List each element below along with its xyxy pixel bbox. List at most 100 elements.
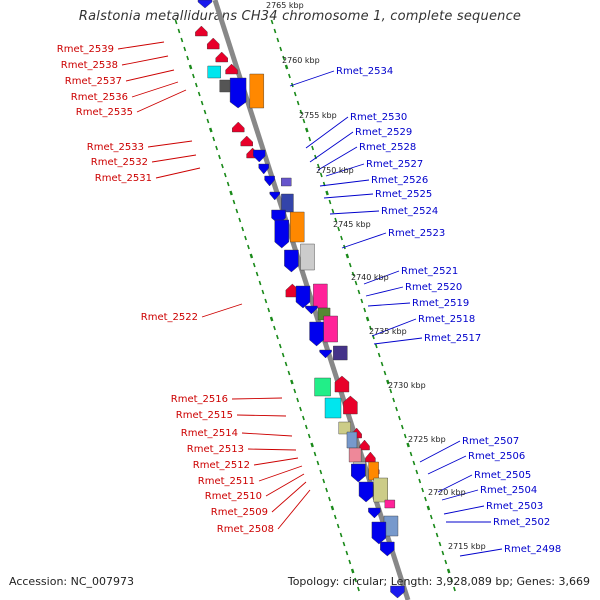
leader-line: [441, 489, 479, 501]
tick-mark: [180, 37, 184, 43]
gene-label[interactable]: Rmet_2502: [493, 517, 550, 528]
reverse-gene: [365, 451, 376, 463]
gene-label[interactable]: Rmet_2506: [468, 451, 525, 462]
tick-mark: [305, 127, 309, 133]
gene-label[interactable]: Rmet_2512: [193, 460, 250, 471]
forward-gene: [319, 349, 332, 359]
forward-gene: [281, 177, 292, 187]
gene-label[interactable]: Rmet_2526: [371, 175, 428, 186]
tick-mark: [350, 568, 355, 574]
tick-mark: [392, 397, 396, 403]
tick-mark: [244, 235, 247, 241]
gene-label[interactable]: Rmet_2513: [187, 444, 244, 455]
tick-mark: [357, 289, 361, 295]
forward-gene: [358, 481, 374, 503]
gene-label[interactable]: Rmet_2533: [87, 142, 144, 153]
kbp-marker: 2725 kbp: [408, 435, 446, 444]
leader-line: [323, 193, 374, 199]
tick-mark: [249, 253, 254, 259]
gene-label[interactable]: Rmet_2527: [366, 159, 423, 170]
gene-features: [195, 0, 405, 599]
reverse-gene: [314, 377, 331, 397]
leader-line: [305, 116, 349, 149]
gene-label[interactable]: Rmet_2507: [462, 436, 519, 447]
gene-label[interactable]: Rmet_2537: [65, 76, 122, 87]
tick-mark: [354, 280, 358, 286]
tick-mark: [418, 478, 422, 484]
tick-mark: [235, 208, 239, 214]
forward-gene: [269, 191, 280, 201]
forward-gene: [300, 243, 315, 271]
leader-line: [155, 167, 201, 179]
kbp-marker: 2715 kbp: [448, 542, 486, 551]
gene-label[interactable]: Rmet_2536: [71, 92, 128, 103]
tick-mark: [322, 478, 326, 484]
gene-label[interactable]: Rmet_2524: [381, 206, 438, 217]
gene-label[interactable]: Rmet_2525: [375, 189, 432, 200]
tick-mark: [197, 91, 201, 97]
gene-label[interactable]: Rmet_2521: [401, 266, 458, 277]
tick-mark: [348, 262, 352, 268]
leader-line: [371, 318, 417, 337]
gene-label[interactable]: Rmet_2531: [95, 173, 152, 184]
gene-label[interactable]: Rmet_2539: [57, 44, 114, 55]
tick-mark: [316, 460, 320, 466]
tick-mark: [438, 541, 442, 547]
leader-line: [277, 489, 311, 530]
gene-label[interactable]: Rmet_2509: [211, 507, 268, 518]
leader-line: [309, 131, 354, 163]
gene-label[interactable]: Rmet_2530: [350, 112, 407, 123]
gene-label[interactable]: Rmet_2534: [336, 66, 393, 77]
gene-label[interactable]: Rmet_2518: [418, 314, 475, 325]
tick-mark: [264, 298, 268, 304]
gene-label[interactable]: Rmet_2515: [176, 410, 233, 421]
gene-label[interactable]: Rmet_2520: [405, 282, 462, 293]
gene-label[interactable]: Rmet_2505: [474, 470, 531, 481]
tick-mark: [331, 208, 335, 214]
gene-label[interactable]: Rmet_2523: [388, 228, 445, 239]
reverse-gene: [348, 447, 362, 463]
tick-mark: [229, 190, 233, 196]
forward-gene: [281, 193, 294, 213]
forward-gene: [323, 315, 338, 343]
gene-label[interactable]: Rmet_2510: [205, 491, 262, 502]
leader-line: [365, 286, 404, 297]
tick-mark: [308, 136, 312, 142]
gene-label[interactable]: Rmet_2504: [480, 485, 537, 496]
gene-label[interactable]: Rmet_2519: [412, 298, 469, 309]
kbp-marker: 2740 kbp: [351, 273, 389, 282]
gene-label[interactable]: Rmet_2538: [61, 60, 118, 71]
gene-label[interactable]: Rmet_2514: [181, 428, 238, 439]
gene-label[interactable]: Rmet_2498: [504, 544, 561, 555]
tick-mark: [406, 442, 410, 448]
gene-label[interactable]: Rmet_2503: [486, 501, 543, 512]
tick-mark: [325, 487, 329, 493]
gene-label[interactable]: Rmet_2508: [217, 524, 274, 535]
gene-label[interactable]: Rmet_2528: [359, 142, 416, 153]
tick-mark: [296, 397, 300, 403]
tick-mark: [412, 460, 416, 466]
tick-mark: [293, 91, 297, 97]
kbp-marker: 2730 kbp: [388, 381, 426, 390]
forward-gene: [313, 283, 328, 309]
gene-label[interactable]: Rmet_2535: [76, 107, 133, 118]
gene-label[interactable]: Rmet_2532: [91, 157, 148, 168]
forward-gene: [390, 585, 405, 599]
tick-mark: [334, 217, 338, 223]
tick-mark: [270, 19, 274, 25]
gene-label[interactable]: Rmet_2517: [424, 333, 481, 344]
tick-mark: [174, 19, 178, 25]
tick-mark: [351, 271, 355, 277]
tick-mark: [177, 28, 181, 34]
gene-label[interactable]: Rmet_2516: [171, 394, 228, 405]
gene-label[interactable]: Rmet_2511: [198, 476, 255, 487]
tick-mark: [241, 226, 245, 232]
gene-label[interactable]: Rmet_2529: [355, 127, 412, 138]
tick-mark: [261, 289, 265, 295]
leader-line: [151, 154, 197, 163]
tick-marks: [174, 19, 456, 592]
tick-mark: [380, 361, 384, 367]
tick-mark: [333, 514, 337, 520]
tick-mark: [398, 415, 401, 421]
gene-label[interactable]: Rmet_2522: [141, 312, 198, 323]
